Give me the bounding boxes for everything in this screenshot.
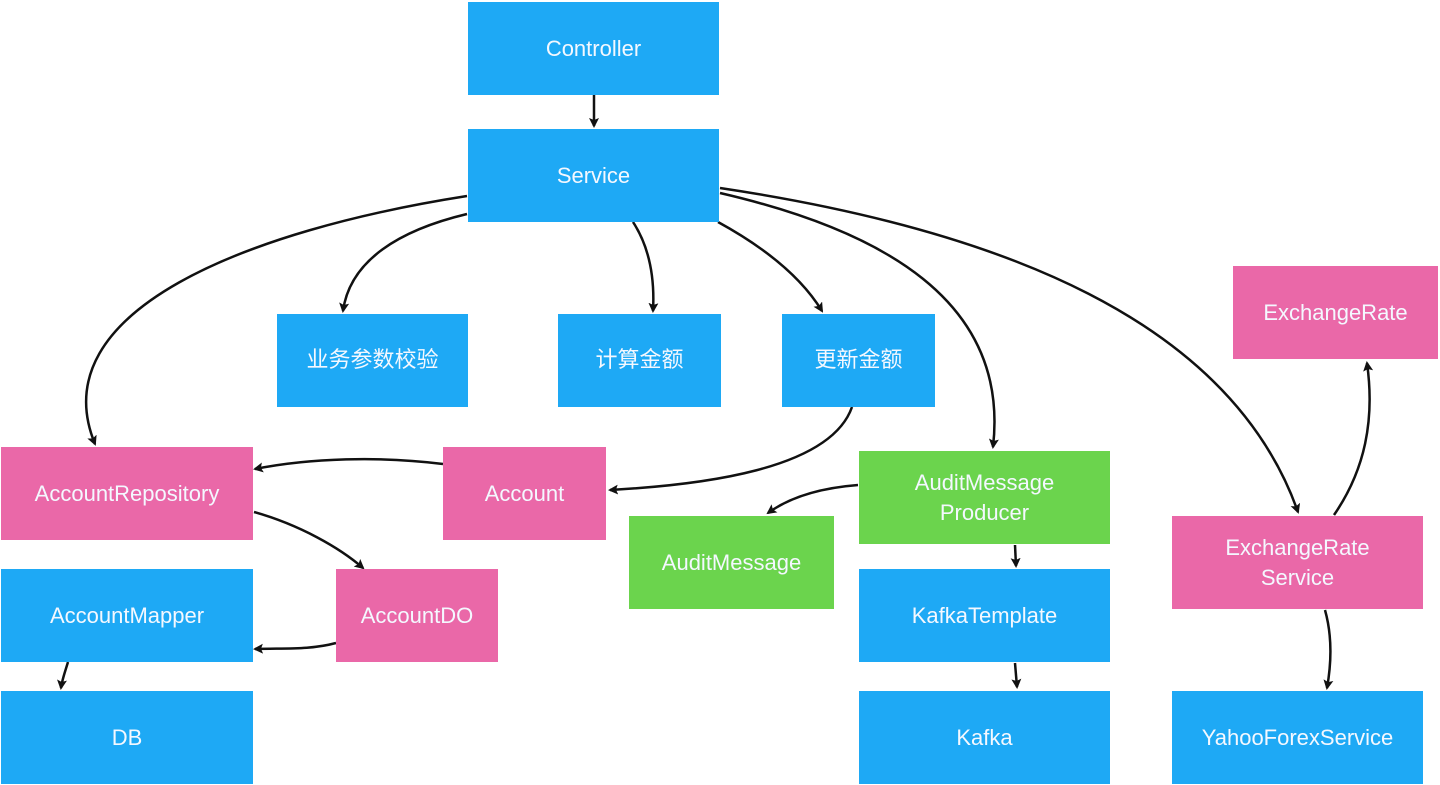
node-label: ExchangeRate: [1263, 299, 1408, 325]
node-account-repository[interactable]: AccountRepository: [1, 447, 253, 540]
node-validate[interactable]: 业务参数校验: [277, 314, 468, 407]
node-controller[interactable]: Controller: [468, 2, 719, 95]
node-update[interactable]: 更新金额: [782, 314, 935, 407]
node-kafka-template[interactable]: KafkaTemplate: [859, 569, 1110, 662]
edge-update-account: [608, 406, 854, 495]
node-label: 业务参数校验: [306, 347, 439, 373]
node-label: AccountRepository: [34, 480, 220, 506]
edge-service-validate: [339, 212, 468, 313]
node-label: YahooForexService: [1201, 724, 1394, 750]
node-account-mapper[interactable]: AccountMapper: [1, 569, 253, 662]
node-db[interactable]: DB: [1, 691, 253, 784]
node-label: AuditMessage: [661, 549, 802, 575]
node-label: Kafka: [956, 724, 1013, 750]
edge-account-account-repository: [253, 457, 444, 473]
edge-account-repository-account-do: [253, 510, 365, 570]
edge-kafka-template-kafka: [1011, 662, 1022, 689]
node-account-do[interactable]: AccountDO: [336, 569, 498, 662]
node-label: AccountMapper: [49, 602, 205, 628]
edge-service-update: [717, 220, 824, 313]
node-label: 计算金额: [595, 347, 684, 373]
edge-audit-producer-kafka-template: [1010, 544, 1021, 568]
edge-account-do-account-mapper: [253, 641, 337, 654]
node-label: AuditMessage Producer: [914, 469, 1055, 525]
node-audit-message[interactable]: AuditMessage: [629, 516, 834, 609]
node-exchange-rate[interactable]: ExchangeRate: [1233, 266, 1438, 359]
node-label: KafkaTemplate: [911, 602, 1058, 628]
node-exchange-rate-service[interactable]: ExchangeRate Service: [1172, 516, 1423, 609]
edge-service-calc: [631, 221, 659, 313]
node-label: Controller: [545, 35, 642, 61]
edge-exchange-rate-service-exchange-rate: [1332, 361, 1374, 516]
node-service[interactable]: Service: [468, 129, 719, 222]
node-label: 更新金额: [814, 347, 903, 373]
node-label: Account: [484, 480, 565, 506]
node-calc[interactable]: 计算金额: [558, 314, 721, 407]
node-label: AccountDO: [360, 602, 474, 628]
node-account[interactable]: Account: [443, 447, 606, 540]
node-label: Service: [556, 162, 631, 188]
node-audit-message-producer[interactable]: AuditMessage Producer: [859, 451, 1110, 544]
node-kafka[interactable]: Kafka: [859, 691, 1110, 784]
node-label: DB: [111, 724, 143, 750]
node-label: ExchangeRate Service: [1225, 534, 1370, 590]
edge-account-mapper-db: [57, 661, 70, 690]
edge-exchange-rate-service-yahoo: [1323, 609, 1334, 690]
edge-audit-producer-audit-message: [766, 483, 859, 515]
node-yahoo-forex-service[interactable]: YahooForexService: [1172, 691, 1423, 784]
